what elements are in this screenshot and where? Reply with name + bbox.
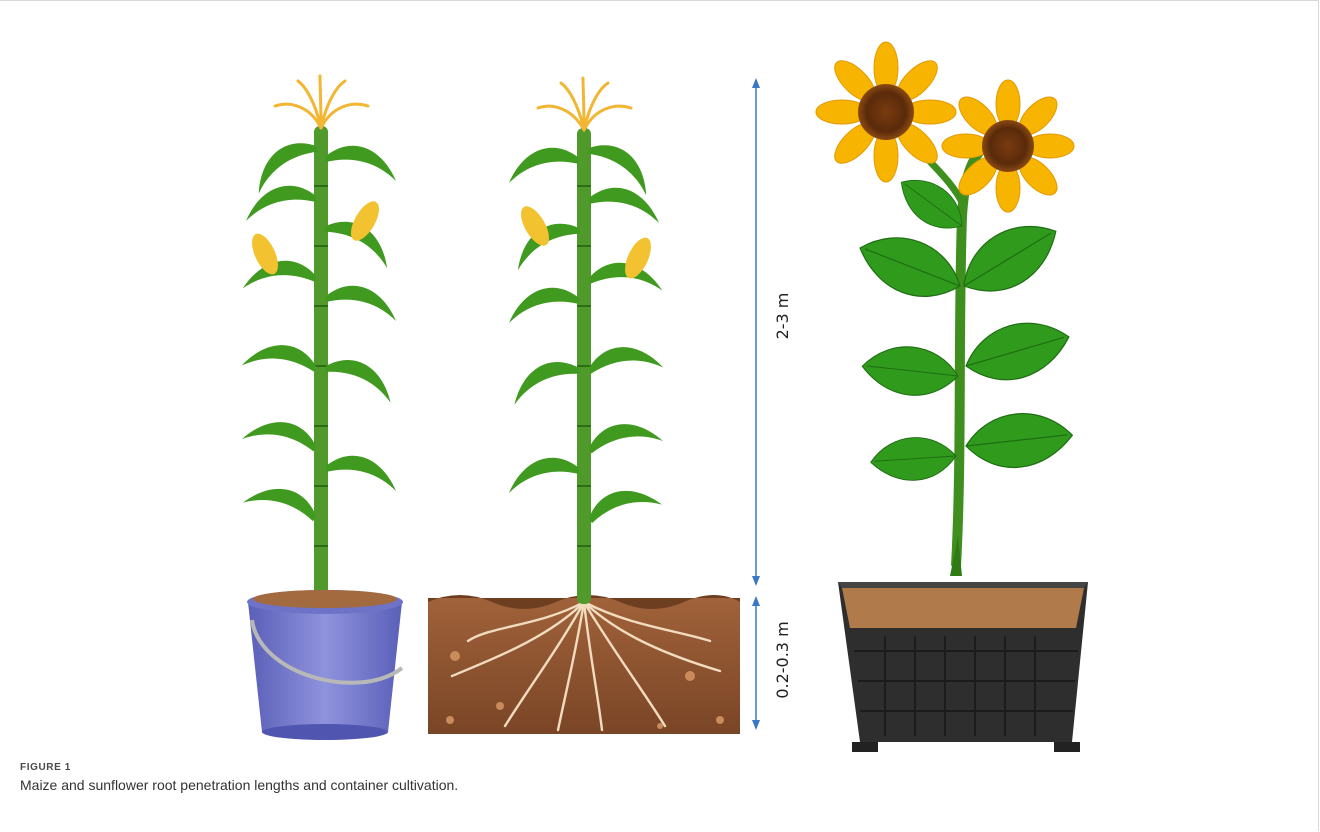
figure-illustration: 2-3 m 0.2-0.3 m [220, 36, 1120, 752]
root-depth-dimension-arrow [752, 596, 760, 730]
figure-label: FIGURE 1 [20, 762, 71, 773]
shoot-height-label: 2-3 m [773, 293, 792, 340]
figure-caption: Maize and sunflower root penetration len… [20, 777, 458, 793]
maize-in-bucket-illustration [242, 76, 403, 740]
height-dimension-arrow [752, 78, 760, 586]
maize-in-soil-illustration [428, 78, 740, 734]
root-depth-label: 0.2-0.3 m [773, 621, 792, 698]
sunflower-in-container-illustration [816, 42, 1088, 752]
